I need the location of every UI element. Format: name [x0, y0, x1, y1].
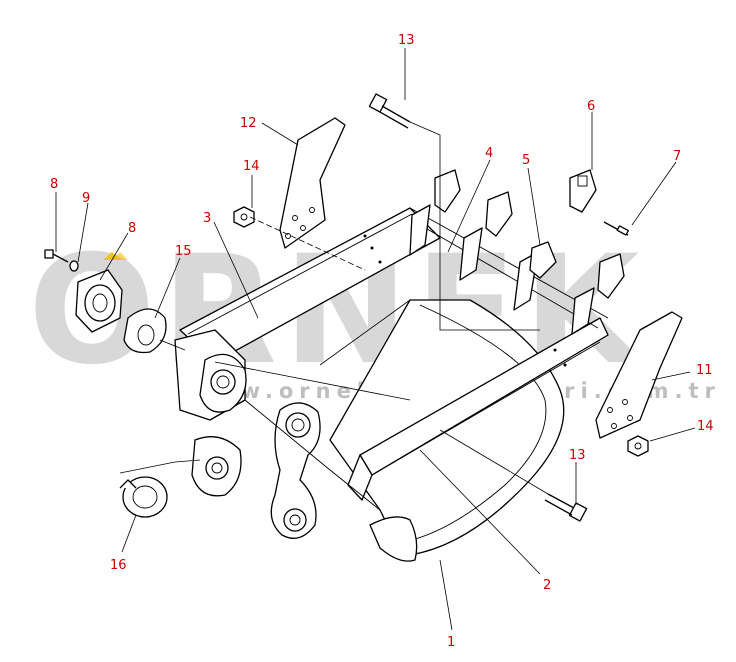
- nut-right: [627, 435, 649, 457]
- callout-15: 15: [175, 244, 192, 259]
- side-cutter-right: [595, 311, 683, 439]
- callout-9: 8: [50, 177, 58, 192]
- callout-16: 16: [110, 558, 127, 573]
- callout-7: 7: [673, 149, 681, 164]
- callout-13-right: 13: [569, 448, 586, 463]
- tooth-tip: [529, 241, 557, 279]
- bolt: [44, 249, 69, 263]
- tooth-adapter: [569, 169, 597, 213]
- callout-leaders: [55, 48, 696, 631]
- callout-6: 6: [587, 99, 595, 114]
- callout-1: 1: [447, 635, 455, 650]
- callout-12: 12: [240, 116, 257, 131]
- shim: [123, 308, 167, 354]
- callout-14-left: 14: [243, 159, 260, 174]
- callout-3: 3: [203, 211, 211, 226]
- assembly-lines: [119, 121, 549, 495]
- callout-8: 8: [128, 221, 136, 236]
- tooth-adapter-row: [409, 169, 625, 335]
- callout-14-right: 14: [697, 419, 714, 434]
- callout-2: 2: [543, 578, 551, 593]
- nut-left: [233, 206, 255, 228]
- callout-labels: 13 12 14 3 4 5 6 7 8 9 8 15 11 14 13 2 1…: [50, 33, 714, 650]
- bushing: [75, 269, 123, 333]
- callout-11: 11: [696, 363, 713, 378]
- hinge-brackets: [174, 329, 381, 539]
- callout-5: 5: [522, 153, 530, 168]
- callout-13-top: 13: [398, 33, 415, 48]
- tooth-pin: [603, 221, 630, 236]
- callout-10: 9: [82, 191, 90, 206]
- side-cutter-left: [279, 117, 346, 249]
- dust-seal: [119, 476, 168, 518]
- watermark-logo-mark-2: [112, 252, 128, 260]
- bolt-right: [544, 493, 588, 522]
- washer: [69, 260, 79, 272]
- callout-4: 4: [485, 146, 493, 161]
- bolt-top: [368, 93, 411, 129]
